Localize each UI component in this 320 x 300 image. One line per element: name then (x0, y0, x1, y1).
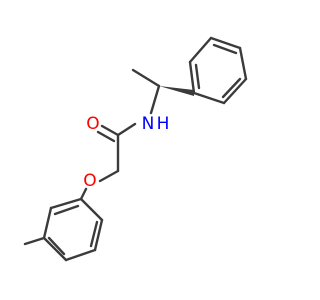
ether-oxygen-label: O (83, 171, 96, 191)
tolyl-methyl-bond (23, 236, 46, 246)
methyl-bond (131, 68, 161, 88)
nitrogen-label: N (142, 114, 155, 134)
carbonyl-bond-2 (96, 130, 116, 143)
o-aryl-bond (79, 187, 88, 201)
carbonyl-bond-1 (100, 124, 120, 137)
c-n-bond (149, 84, 161, 115)
amide-group (96, 122, 137, 183)
nitrogen-hydrogen-label: H (157, 114, 170, 134)
ch2-o-bond (98, 169, 120, 183)
tolyl-ring (23, 197, 104, 262)
wedge-bond (159, 86, 194, 96)
n-c-bond (116, 122, 137, 137)
background (0, 0, 300, 300)
molecule-diagram: N H O O (0, 0, 300, 300)
phenyl-ring (188, 36, 248, 105)
chiral-center (131, 68, 194, 115)
carbonyl-oxygen-label: O (86, 114, 99, 134)
